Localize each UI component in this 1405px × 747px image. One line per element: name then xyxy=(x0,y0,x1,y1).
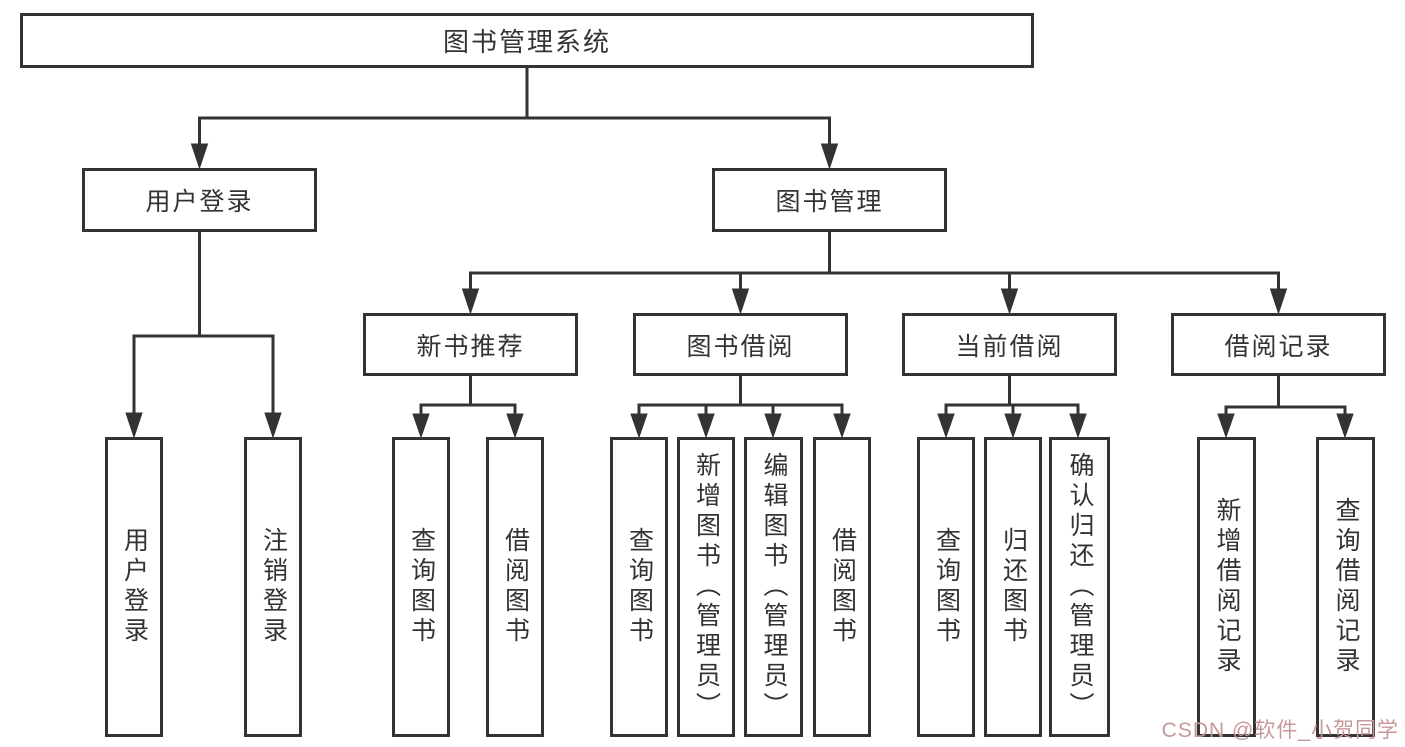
node-borrow-records-label: 借阅记录 xyxy=(1224,332,1333,361)
leaf-user-login: 用户登录 xyxy=(105,437,163,737)
leaf-current-return-label: 归还图书 xyxy=(999,527,1028,647)
leaf-current-confirm-return: 确认归还（管理员） xyxy=(1049,437,1110,737)
node-book-management: 图书管理 xyxy=(712,168,947,232)
node-root: 图书管理系统 xyxy=(20,13,1034,68)
node-user-login: 用户登录 xyxy=(82,168,317,232)
node-current-borrow-label: 当前借阅 xyxy=(955,332,1064,361)
node-new-book-recommend-label: 新书推荐 xyxy=(416,332,525,361)
leaf-records-add-label: 新增借阅记录 xyxy=(1213,497,1241,677)
leaf-newbook-query: 查询图书 xyxy=(392,437,450,737)
node-book-management-label: 图书管理 xyxy=(775,188,884,216)
csdn-watermark: CSDN @软件_小贺同学 xyxy=(1161,719,1399,742)
leaf-newbook-borrow: 借阅图书 xyxy=(486,437,544,737)
leaf-current-return: 归还图书 xyxy=(984,437,1042,737)
leaf-newbook-borrow-label: 借阅图书 xyxy=(501,527,530,647)
node-book-borrow-label: 图书借阅 xyxy=(686,332,795,361)
leaf-logout: 注销登录 xyxy=(244,437,302,737)
node-user-login-label: 用户登录 xyxy=(145,188,254,216)
leaf-borrow-query: 查询图书 xyxy=(610,437,668,737)
leaf-records-query-label: 查询借阅记录 xyxy=(1332,497,1360,677)
node-borrow-records: 借阅记录 xyxy=(1171,313,1386,376)
leaf-records-query: 查询借阅记录 xyxy=(1316,437,1375,737)
leaf-current-query: 查询图书 xyxy=(917,437,975,737)
leaf-borrow-edit: 编辑图书（管理员） xyxy=(744,437,803,737)
node-book-borrow: 图书借阅 xyxy=(633,313,848,376)
leaf-logout-label: 注销登录 xyxy=(259,527,288,647)
leaf-records-add: 新增借阅记录 xyxy=(1197,437,1256,737)
leaf-borrow-edit-label: 编辑图书（管理员） xyxy=(760,452,788,722)
leaf-borrow-add: 新增图书（管理员） xyxy=(677,437,735,737)
leaf-borrow-add-label: 新增图书（管理员） xyxy=(692,452,721,722)
node-root-label: 图书管理系统 xyxy=(442,27,611,57)
leaf-borrow-query-label: 查询图书 xyxy=(625,527,654,647)
node-current-borrow: 当前借阅 xyxy=(902,313,1117,376)
leaf-borrow-borrow-label: 借阅图书 xyxy=(828,527,857,647)
leaf-newbook-query-label: 查询图书 xyxy=(407,527,436,647)
leaf-current-confirm-return-label: 确认归还（管理员） xyxy=(1066,452,1094,722)
leaf-user-login-label: 用户登录 xyxy=(120,527,149,647)
leaf-borrow-borrow: 借阅图书 xyxy=(813,437,871,737)
leaf-current-query-label: 查询图书 xyxy=(932,527,961,647)
node-new-book-recommend: 新书推荐 xyxy=(363,313,578,376)
